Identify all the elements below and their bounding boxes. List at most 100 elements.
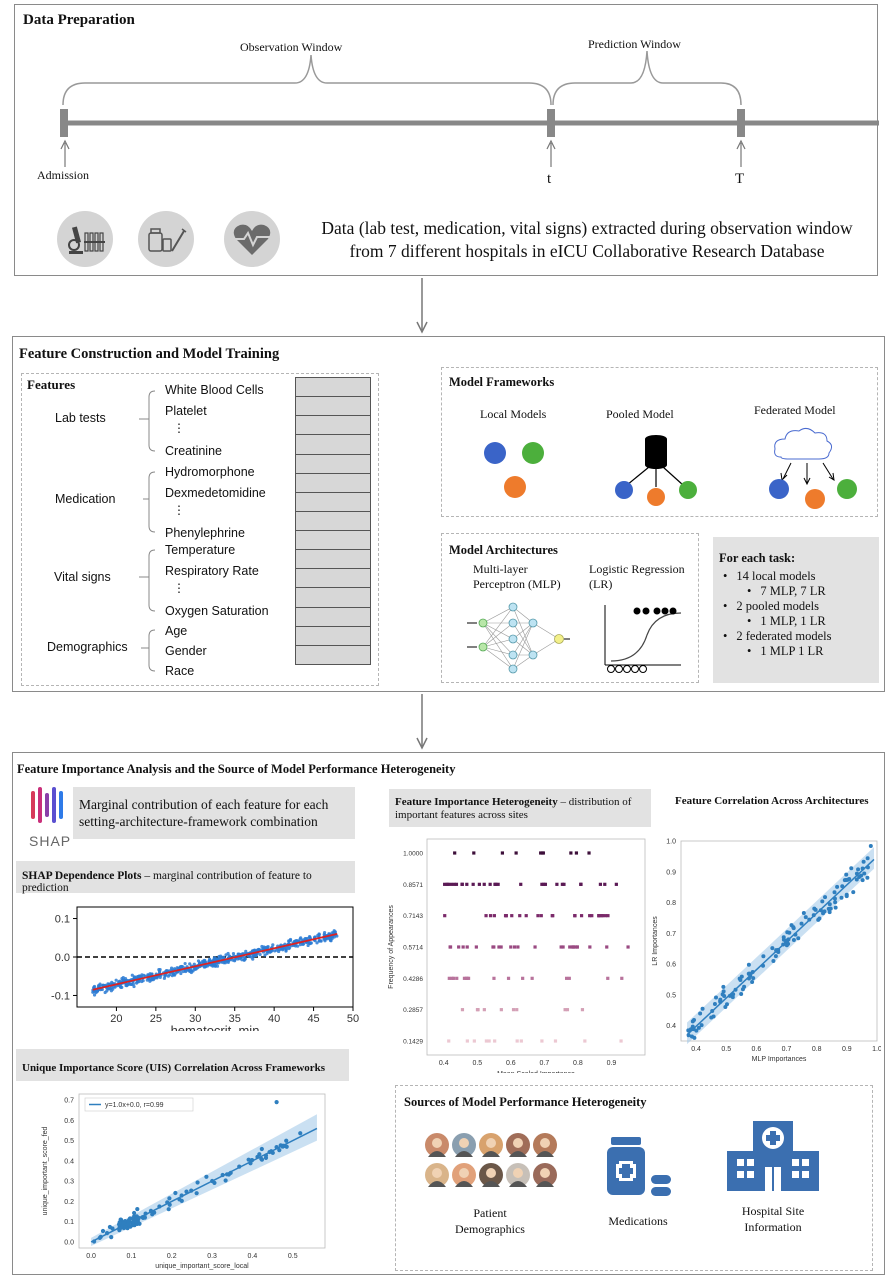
task-bullet: • <box>723 629 728 643</box>
feature-vector-cell <box>295 415 371 436</box>
data-point <box>568 945 572 949</box>
data-point <box>212 1180 217 1185</box>
data-point <box>172 973 177 977</box>
data-point <box>514 851 518 855</box>
data-point <box>287 939 291 943</box>
feature-vector-cell <box>295 510 371 531</box>
x-axis-label: MLP Importances <box>752 1056 807 1063</box>
feature-item: Dexmedetomidine <box>165 486 266 500</box>
data-point <box>791 926 796 931</box>
data-point <box>506 976 511 980</box>
x-tick-label: 0.5 <box>721 1046 731 1053</box>
regression-line <box>90 1127 318 1243</box>
data-point <box>833 900 838 905</box>
data-point <box>189 970 193 975</box>
data-point <box>92 984 97 989</box>
data-point <box>198 961 202 965</box>
data-point <box>770 946 775 951</box>
x-tick-label: 0.4 <box>691 1046 701 1053</box>
data-point <box>817 916 822 921</box>
data-point <box>464 976 468 980</box>
data-point <box>711 1014 716 1019</box>
data-point <box>249 955 254 959</box>
y-tick-label: 0.1 <box>55 914 70 926</box>
patient-avatar-icon <box>452 1133 476 1157</box>
data-point <box>844 872 849 877</box>
task-bullet: • <box>723 599 728 613</box>
feature-item: Creatinine <box>165 444 222 458</box>
data-point <box>299 936 303 940</box>
feature-item: Race <box>165 664 195 678</box>
data-point <box>119 985 123 989</box>
feature-item: Age <box>165 624 188 638</box>
heterogeneity-title-line2: important features across sites <box>395 809 528 821</box>
data-point <box>313 935 317 939</box>
data-point <box>244 949 248 954</box>
x-tick-label: 0.1 <box>127 1253 137 1260</box>
data-point <box>721 984 726 989</box>
y-tick-label: 0.5 <box>666 992 676 999</box>
data-point <box>524 914 528 918</box>
data-point <box>588 945 592 949</box>
feature-vector-cell <box>295 453 371 474</box>
shap-logo-icon <box>31 787 63 823</box>
data-point <box>117 1220 122 1225</box>
data-point <box>750 980 755 985</box>
vital-signs-icon <box>224 211 280 267</box>
data-point <box>605 945 609 949</box>
data-point <box>202 965 206 969</box>
data-point <box>192 962 196 966</box>
data-point <box>168 973 172 977</box>
data-point <box>465 882 469 886</box>
y-tick-label: 0.0 <box>64 1239 74 1246</box>
data-point <box>471 882 475 886</box>
data-point <box>699 1023 704 1028</box>
data-point <box>193 967 197 971</box>
data-point <box>460 1008 465 1012</box>
data-point <box>835 884 840 889</box>
x-tick-label: 0.8 <box>812 1046 822 1053</box>
data-point <box>742 984 747 989</box>
data-point <box>781 937 786 942</box>
data-point <box>322 932 326 937</box>
data-point <box>606 976 610 980</box>
data-point <box>482 882 486 886</box>
data-point <box>319 939 323 943</box>
medications-label: Medications <box>608 1214 668 1228</box>
sources-box <box>395 1085 873 1271</box>
data-point <box>574 851 579 855</box>
data-point <box>700 1006 705 1011</box>
mlp-label: Multi-layer Perceptron (MLP) <box>473 562 561 592</box>
data-point <box>598 882 603 886</box>
data-point <box>854 877 859 882</box>
data-point <box>150 977 154 981</box>
data-point <box>569 851 573 855</box>
data-point <box>606 914 610 918</box>
data-point <box>849 866 854 871</box>
data-point <box>100 987 104 992</box>
data-point <box>212 958 217 962</box>
x-tick-label: 0.7 <box>540 1060 550 1067</box>
data-point <box>164 973 168 977</box>
data-point <box>211 964 215 968</box>
data-point <box>832 890 837 895</box>
data-point <box>739 992 744 997</box>
data-point <box>204 1174 209 1179</box>
T-label: T <box>735 171 745 187</box>
feature-vector-cell <box>295 625 371 646</box>
task-bullet: • <box>747 584 752 598</box>
data-point <box>335 934 339 938</box>
data-point <box>466 976 471 980</box>
data-point <box>839 895 844 900</box>
data-point <box>553 1039 558 1043</box>
data-point <box>691 1018 696 1023</box>
data-point <box>530 976 534 980</box>
data-point <box>488 914 493 918</box>
data-point <box>461 945 465 949</box>
data-point <box>564 976 569 980</box>
data-point <box>219 954 223 958</box>
x-tick-label: 40 <box>268 1013 280 1025</box>
y-tick-label: 1.0 <box>666 839 676 846</box>
